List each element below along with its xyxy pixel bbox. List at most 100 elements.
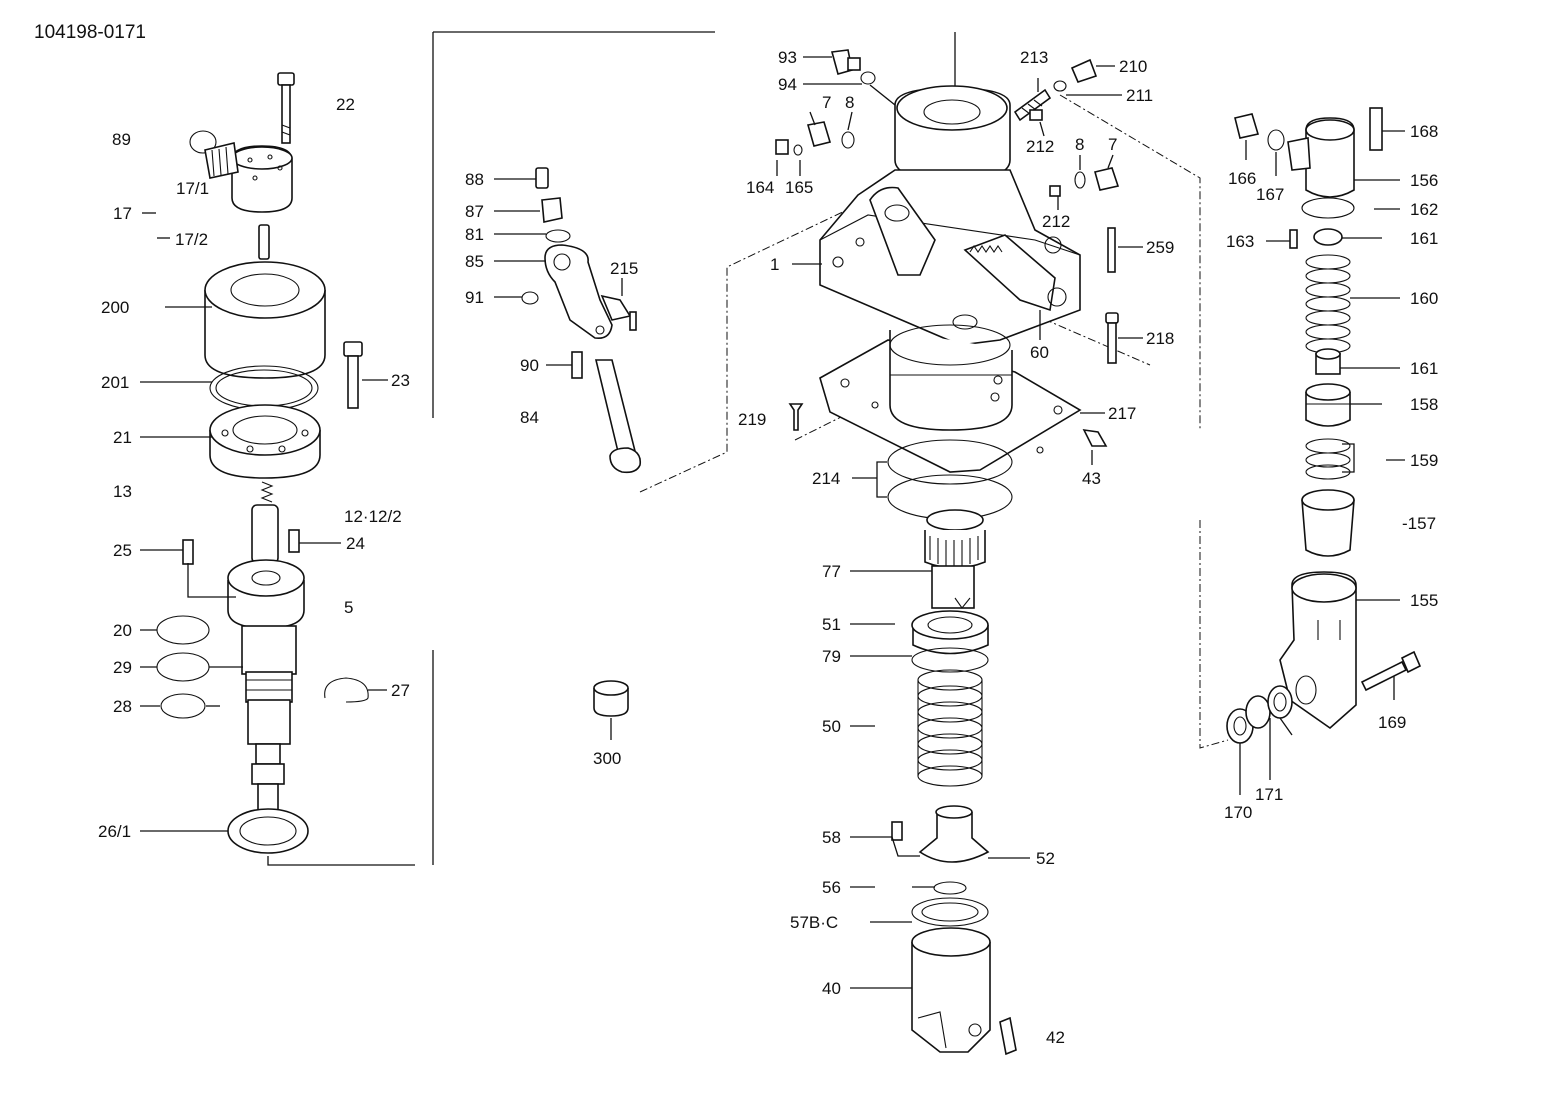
o-ring-part-162 xyxy=(1301,197,1355,219)
label-201: 201 xyxy=(101,373,129,392)
label-17-1: 17/1 xyxy=(176,179,209,198)
screw-part-212-top xyxy=(1029,109,1043,121)
label-219: 219 xyxy=(738,410,766,429)
label-58: 58 xyxy=(822,828,841,847)
plunger-spring-part-50 xyxy=(917,669,983,787)
link-part-215 xyxy=(600,294,637,331)
cap-housing-part-17 xyxy=(204,142,293,213)
label-21: 21 xyxy=(113,428,132,447)
label-213: 213 xyxy=(1020,48,1048,67)
part-number-labels: 89 22 17/1 17 17/2 200 201 23 21 13 12·1… xyxy=(98,48,1438,1047)
label-60: 60 xyxy=(1030,343,1049,362)
washer-part-8-left xyxy=(841,131,855,149)
right-valve-assembly xyxy=(1226,107,1422,744)
washer-part-94 xyxy=(860,71,876,85)
label-85: 85 xyxy=(465,252,484,271)
washer-part-26-1 xyxy=(227,808,309,854)
label-218: 218 xyxy=(1146,329,1174,348)
shim-part-56 xyxy=(933,881,967,895)
spring-seat-part-161-top xyxy=(1313,228,1343,246)
label-168: 168 xyxy=(1410,122,1438,141)
label-27: 27 xyxy=(391,681,410,700)
label-155: 155 xyxy=(1410,591,1438,610)
label-161-bottom: 161 xyxy=(1410,359,1438,378)
label-212-bottom: 212 xyxy=(1042,212,1070,231)
fitting-part-93 xyxy=(830,49,861,75)
label-1: 1 xyxy=(770,255,779,274)
control-sleeve-part-77 xyxy=(924,509,986,609)
assembly-frame-lines xyxy=(267,31,1229,866)
left-governor-assembly xyxy=(156,72,369,854)
bolt-part-23 xyxy=(343,341,363,409)
lever-part-85 xyxy=(544,244,613,340)
label-8-left: 8 xyxy=(845,93,854,112)
label-158: 158 xyxy=(1410,395,1438,414)
label-161-top: 161 xyxy=(1410,229,1438,248)
washer-part-211 xyxy=(1053,80,1067,92)
label-23: 23 xyxy=(391,371,410,390)
label-81: 81 xyxy=(465,225,484,244)
label-52: 52 xyxy=(1036,849,1055,868)
ring-part-57 xyxy=(911,897,989,927)
screw-part-25 xyxy=(182,539,194,565)
spring-seat-part-51 xyxy=(911,610,989,655)
label-40: 40 xyxy=(822,979,841,998)
screw-part-213 xyxy=(1013,88,1052,122)
rod-part-84 xyxy=(594,359,642,474)
label-164: 164 xyxy=(746,178,774,197)
label-200: 200 xyxy=(101,298,129,317)
label-56: 56 xyxy=(822,878,841,897)
screw-part-58 xyxy=(891,821,903,841)
label-166: 166 xyxy=(1228,169,1256,188)
ring-part-79 xyxy=(911,647,989,673)
cover-cup-part-200 xyxy=(204,261,326,379)
label-170: 170 xyxy=(1224,803,1252,822)
label-22: 22 xyxy=(336,95,355,114)
label-91: 91 xyxy=(465,288,484,307)
o-ring-part-20 xyxy=(156,615,210,645)
delivery-valve-part-158 xyxy=(1305,383,1351,427)
label-25: 25 xyxy=(113,541,132,560)
pin-part-90 xyxy=(571,351,583,379)
label-163: 163 xyxy=(1226,232,1254,251)
spring-part-160 xyxy=(1305,254,1351,354)
label-84: 84 xyxy=(520,408,539,427)
middle-lever-assembly xyxy=(521,167,642,717)
screw-part-24 xyxy=(288,529,300,553)
label-79: 79 xyxy=(822,647,841,666)
o-ring-part-29 xyxy=(156,652,210,682)
lower-spring-seat-part-52 xyxy=(918,805,990,863)
label-162: 162 xyxy=(1410,200,1438,219)
screw-part-219 xyxy=(788,403,804,431)
valve-holder-part-156 xyxy=(1287,117,1355,198)
label-13: 13 xyxy=(113,482,132,501)
washer-part-165 xyxy=(793,144,803,156)
washer-part-81 xyxy=(545,229,571,243)
o-ring-part-28 xyxy=(160,693,206,719)
pump-head-part-1 xyxy=(819,85,1081,346)
label-26-1: 26/1 xyxy=(98,822,131,841)
spring-seat-part-161-bottom xyxy=(1315,348,1341,375)
nut-part-87 xyxy=(541,197,563,223)
tappet-part-40 xyxy=(911,927,991,1053)
fitting-part-7-right xyxy=(1094,167,1120,191)
spring-part-13 xyxy=(260,481,274,503)
label-167: 167 xyxy=(1256,185,1284,204)
label-157: -157 xyxy=(1402,514,1436,533)
barrel-part-5 xyxy=(227,559,305,815)
label-169: 169 xyxy=(1378,713,1406,732)
o-ring-part-89 xyxy=(189,130,217,154)
plunger-part-12 xyxy=(251,504,279,564)
label-7-right: 7 xyxy=(1108,135,1117,154)
label-160: 160 xyxy=(1410,289,1438,308)
label-93: 93 xyxy=(778,48,797,67)
central-pump-assembly xyxy=(775,49,1120,1056)
label-5: 5 xyxy=(344,598,353,617)
bolt-part-218 xyxy=(1105,312,1119,364)
drawing-number: 104198-0171 xyxy=(34,22,146,43)
label-88: 88 xyxy=(465,170,484,189)
label-50: 50 xyxy=(822,717,841,736)
label-171: 171 xyxy=(1255,785,1283,804)
screw-part-88 xyxy=(535,167,549,189)
